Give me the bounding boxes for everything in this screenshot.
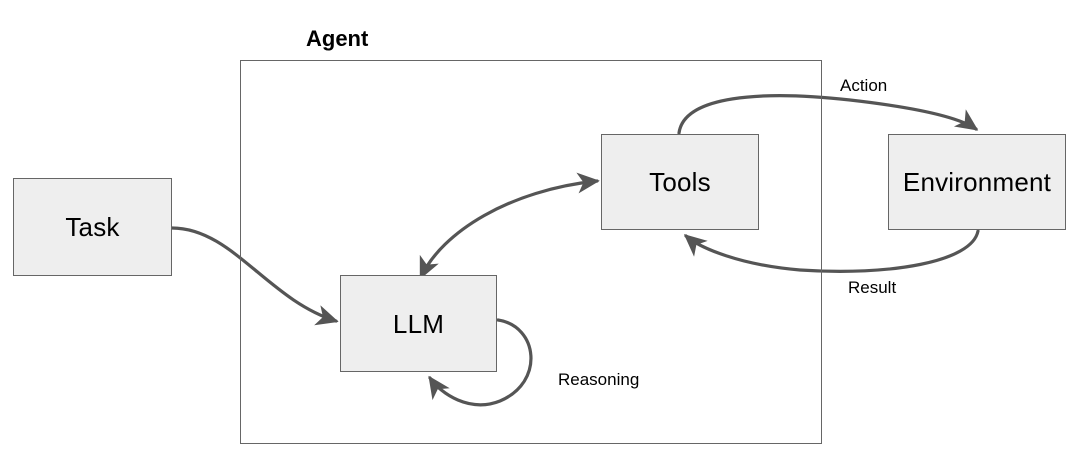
node-tools[interactable]: Tools [601,134,759,230]
edge-environment-to-tools [683,229,980,273]
edge-llm-self-loop [428,318,533,407]
edge-label-reasoning: Reasoning [558,370,640,389]
node-environment[interactable]: Environment [888,134,1066,230]
edge-llm-to-tools [419,172,600,280]
node-task[interactable]: Task [13,178,172,276]
node-task-label: Task [65,212,120,242]
edge-task-to-llm [170,226,339,326]
edge-label-result: Result [848,278,897,297]
edge-label-action: Action [840,76,888,95]
container-agent [240,60,822,444]
node-llm-label: LLM [392,308,445,339]
edge-tools-to-environment [677,94,979,135]
node-environment-label: Environment [902,167,1052,197]
container-agent-label: Agent [306,26,369,51]
node-llm[interactable]: LLM [340,275,497,372]
node-tools-label: Tools [649,167,711,197]
